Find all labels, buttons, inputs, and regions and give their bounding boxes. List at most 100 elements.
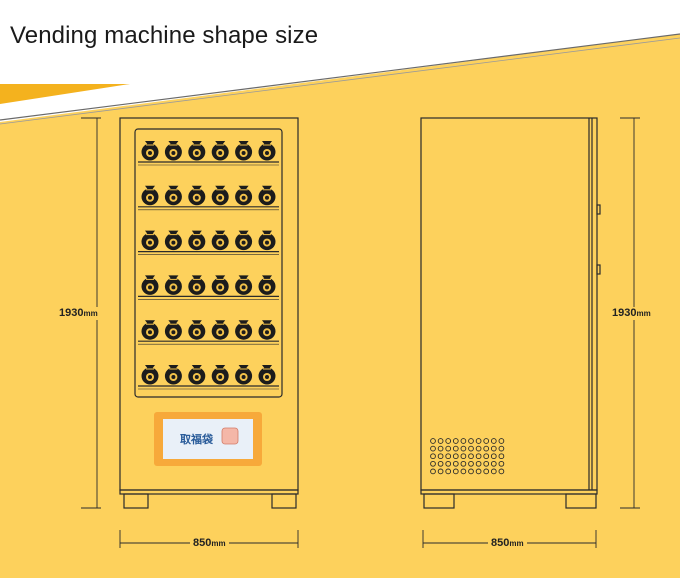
- vent-hole: [437, 460, 444, 467]
- money-bag-icon: [141, 141, 159, 161]
- money-bag-icon: [211, 185, 229, 206]
- vent-hole: [437, 445, 444, 452]
- money-bag-icon: [235, 275, 253, 295]
- money-bag-icon: [211, 230, 229, 251]
- vent-hole: [445, 468, 452, 475]
- vent-hole: [498, 438, 505, 444]
- money-bag-icon: [258, 275, 276, 295]
- front-base: [119, 489, 299, 495]
- money-bag-icon: [164, 185, 182, 206]
- front-height-label: 1930mm: [56, 307, 101, 320]
- vent-hole: [460, 445, 467, 452]
- money-bag-icon: [258, 141, 276, 161]
- front-view: [119, 117, 299, 509]
- side-hinge-2: [596, 264, 601, 275]
- header-stripe: [0, 84, 130, 104]
- vent-hole: [437, 438, 444, 444]
- vent-hole: [445, 438, 452, 444]
- header-banner: [0, 0, 680, 125]
- side-left-foot: [423, 493, 455, 509]
- vent-hole: [452, 460, 459, 467]
- money-bag-icon: [211, 141, 229, 161]
- money-bag-icon: [141, 320, 159, 340]
- vent-hole: [430, 453, 436, 460]
- vent-hole: [445, 460, 452, 467]
- vent-hole: [437, 468, 444, 475]
- screen-label: 取福袋: [180, 433, 213, 446]
- front-height-unit: mm: [83, 309, 98, 318]
- side-hinge-1: [596, 204, 601, 215]
- money-bag-icon: [188, 320, 206, 340]
- vent-hole: [452, 468, 459, 475]
- vent-hole: [475, 453, 482, 460]
- money-bag-icon: [235, 141, 253, 161]
- vent-hole: [468, 460, 474, 467]
- vent-hole: [475, 460, 482, 467]
- vent-hole: [430, 445, 436, 452]
- vent-hole: [490, 438, 497, 444]
- front-shelves: [138, 141, 279, 390]
- money-bag-icon: [164, 365, 182, 385]
- vent-hole: [498, 468, 505, 475]
- money-bag-icon: [164, 230, 182, 251]
- money-bag-icon: [164, 141, 182, 161]
- vent-hole: [490, 445, 497, 452]
- money-bag-icon: [141, 365, 159, 385]
- vent-hole: [483, 445, 490, 452]
- vent-hole: [490, 453, 497, 460]
- side-width-label: 850mm: [488, 537, 527, 550]
- money-bag-icon: [141, 275, 159, 295]
- vent-hole: [452, 453, 459, 460]
- money-bag-icon: [235, 365, 253, 385]
- side-view: [420, 117, 601, 509]
- side-cabinet: [420, 117, 598, 491]
- front-left-foot: [123, 493, 149, 509]
- vent-hole: [498, 445, 505, 452]
- vent-hole: [468, 438, 474, 444]
- vent-hole: [468, 468, 474, 475]
- money-bag-icon: [258, 230, 276, 251]
- header-edge-line: [0, 33, 680, 121]
- front-width-value: 850: [193, 537, 212, 549]
- front-glass-window: [134, 128, 283, 398]
- side-height-unit: mm: [636, 309, 651, 318]
- money-bag-icon: [164, 275, 182, 295]
- vent-hole: [483, 460, 490, 467]
- vent-hole: [468, 453, 474, 460]
- header-edge-line-2: [0, 37, 680, 125]
- vent-hole: [445, 445, 452, 452]
- screen-badge: [221, 427, 239, 445]
- dimension-lines: [81, 117, 640, 548]
- side-vent-grid: [430, 438, 505, 475]
- side-height-label: 1930mm: [609, 307, 654, 320]
- vent-hole: [445, 453, 452, 460]
- money-bag-icon: [188, 365, 206, 385]
- vent-hole: [490, 468, 497, 475]
- vent-hole: [475, 468, 482, 475]
- money-bag-icon: [258, 365, 276, 385]
- money-bag-icon: [188, 185, 206, 206]
- vent-hole: [490, 460, 497, 467]
- side-height-value: 1930: [612, 307, 637, 319]
- money-bag-icon: [235, 185, 253, 206]
- vent-hole: [437, 453, 444, 460]
- money-bag-icon: [164, 320, 182, 340]
- vent-hole: [475, 438, 482, 444]
- vent-hole: [483, 468, 490, 475]
- vent-hole: [498, 453, 505, 460]
- money-bag-icon: [188, 230, 206, 251]
- money-bag-icon: [258, 320, 276, 340]
- vent-hole: [460, 468, 467, 475]
- vent-hole: [475, 445, 482, 452]
- front-height-value: 1930: [59, 307, 84, 319]
- vent-hole: [452, 438, 459, 444]
- page-title: Vending machine shape size: [10, 22, 319, 49]
- vent-hole: [430, 460, 436, 467]
- money-bag-icon: [211, 320, 229, 340]
- vent-hole: [468, 445, 474, 452]
- vent-hole: [452, 445, 459, 452]
- money-bag-icon: [211, 275, 229, 295]
- side-right-foot: [565, 493, 597, 509]
- front-width-unit: mm: [211, 539, 226, 548]
